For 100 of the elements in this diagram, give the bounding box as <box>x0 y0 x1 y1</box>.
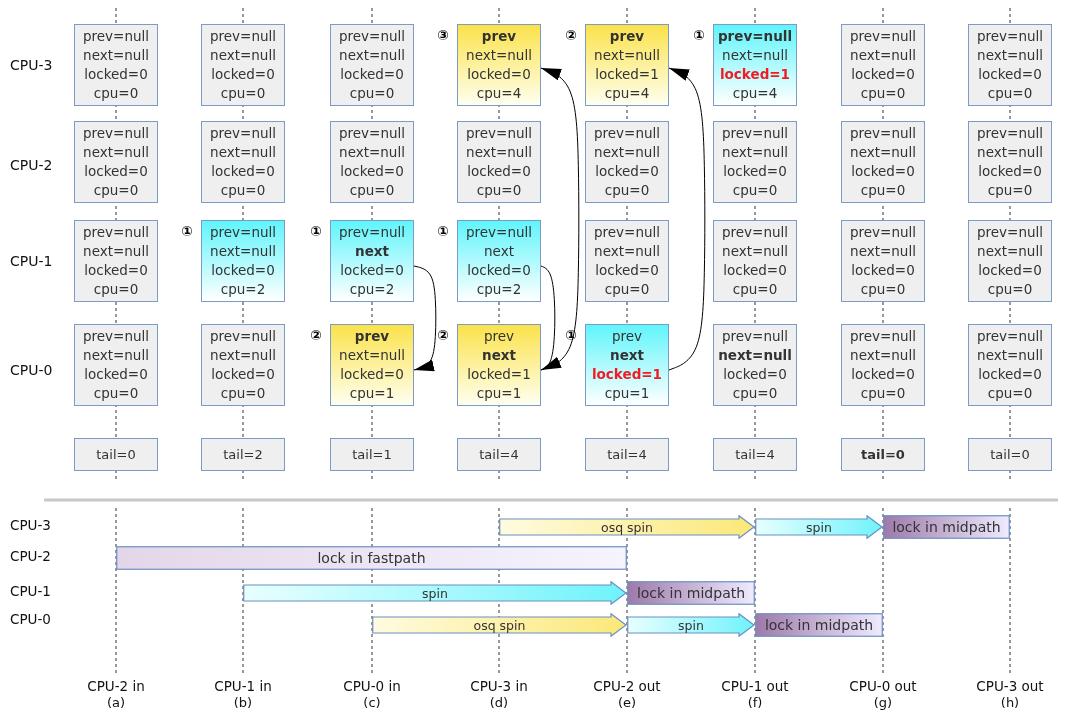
step-number: ② <box>437 328 449 342</box>
field-text: next=null <box>722 143 788 162</box>
field-text: next=null <box>977 46 1043 65</box>
field-text: next=null <box>977 242 1043 261</box>
node-state-box <box>585 24 669 106</box>
step-number: ② <box>565 28 577 42</box>
arrow <box>413 265 437 372</box>
field-text: next=null <box>339 346 405 365</box>
field-text: locked=0 <box>851 65 915 84</box>
column-letter: (a) <box>106 695 126 710</box>
arrow <box>540 67 580 371</box>
column-letter: (e) <box>617 695 637 710</box>
field-text: prev=null <box>465 124 532 143</box>
node-state-box <box>585 220 669 302</box>
node-state-box <box>74 220 158 302</box>
node-state-box <box>457 121 541 203</box>
field-text: next=null <box>210 346 276 365</box>
field-text: prev=null <box>721 124 788 143</box>
tail-box <box>457 438 541 471</box>
column-label: CPU-3 in <box>470 678 528 694</box>
field-text: prev=null <box>976 124 1043 143</box>
field-text: locked=0 <box>467 261 531 280</box>
timeline-bar <box>883 515 1010 539</box>
node-state-box <box>74 24 158 106</box>
node-state-box <box>841 121 925 203</box>
column-letter: (b) <box>233 695 253 710</box>
tail-box <box>968 438 1052 471</box>
field-text: prev=null <box>717 27 793 46</box>
row-label: CPU-2 <box>10 157 53 173</box>
field-text: locked=0 <box>84 261 148 280</box>
arrow <box>668 67 706 371</box>
field-text: cpu=4 <box>476 84 522 103</box>
field-text: locked=0 <box>978 65 1042 84</box>
field-text: cpu=0 <box>220 181 266 200</box>
row-label: CPU-1 <box>10 253 53 269</box>
field-text: cpu=0 <box>987 384 1033 403</box>
bar-label: lock in midpath <box>892 519 1001 535</box>
field-text: locked=0 <box>978 261 1042 280</box>
field-text: prev=null <box>976 27 1043 46</box>
node-state-box <box>201 121 285 203</box>
field-text: cpu=0 <box>860 84 906 103</box>
field-text: prev=null <box>849 27 916 46</box>
node-state-box <box>841 24 925 106</box>
field-text: cpu=0 <box>860 280 906 299</box>
bar-label: osq spin <box>473 617 526 633</box>
field-text: locked=0 <box>211 261 275 280</box>
field-text: cpu=0 <box>604 181 650 200</box>
node-state-box <box>585 324 669 406</box>
bar-label: lock in midpath <box>764 617 874 633</box>
field-text: locked=1 <box>467 365 531 384</box>
field-text: cpu=0 <box>987 84 1033 103</box>
bar-label: spin <box>422 585 448 601</box>
node-state-box <box>968 24 1052 106</box>
field-text: cpu=1 <box>349 384 395 403</box>
field-text: locked=0 <box>211 65 275 84</box>
column-label: CPU-2 in <box>87 678 145 694</box>
field-text: cpu=4 <box>604 84 650 103</box>
node-state-box <box>330 121 414 203</box>
field-text: locked=0 <box>84 162 148 181</box>
bar-label: lock in fastpath <box>317 550 426 566</box>
field-text: next=null <box>850 143 916 162</box>
timeline-bar <box>627 581 755 605</box>
field-text: tail=4 <box>607 446 647 464</box>
row-label: CPU-0 <box>10 362 53 378</box>
field-text: prev=null <box>338 124 405 143</box>
node-state-box <box>201 24 285 106</box>
field-text: tail=4 <box>479 446 519 464</box>
field-text: next=null <box>210 242 276 261</box>
field-text: cpu=0 <box>93 84 139 103</box>
node-state-box <box>201 324 285 406</box>
column-letter: (g) <box>873 695 893 710</box>
node-state-box <box>74 121 158 203</box>
field-text: next=null <box>722 46 788 65</box>
node-state-box <box>457 324 541 406</box>
field-text: locked=0 <box>340 365 404 384</box>
step-number: ① <box>693 28 705 42</box>
column-label: CPU-0 out <box>849 678 917 694</box>
field-text: locked=0 <box>467 162 531 181</box>
tail-box <box>585 438 669 471</box>
field-text: cpu=0 <box>220 384 266 403</box>
field-text: cpu=0 <box>349 181 395 200</box>
field-text: prev=null <box>721 223 788 242</box>
field-text: locked=0 <box>595 261 659 280</box>
timeline-arrow-bar <box>627 613 755 637</box>
field-text: prev=null <box>82 124 149 143</box>
field-text: next=null <box>850 242 916 261</box>
column-letter: (h) <box>1000 695 1020 710</box>
field-text: locked=0 <box>723 261 787 280</box>
field-text: prev=null <box>593 124 660 143</box>
bar-label: lock in midpath <box>636 585 746 601</box>
field-text: next=null <box>722 242 788 261</box>
field-text: cpu=0 <box>987 280 1033 299</box>
field-text: cpu=0 <box>732 280 778 299</box>
field-text: prev <box>483 327 515 346</box>
field-text: cpu=2 <box>476 280 522 299</box>
timeline-bar <box>755 613 883 637</box>
node-state-box <box>585 121 669 203</box>
field-text: next <box>610 346 644 365</box>
step-number: ① <box>565 328 577 342</box>
field-text: cpu=0 <box>349 84 395 103</box>
